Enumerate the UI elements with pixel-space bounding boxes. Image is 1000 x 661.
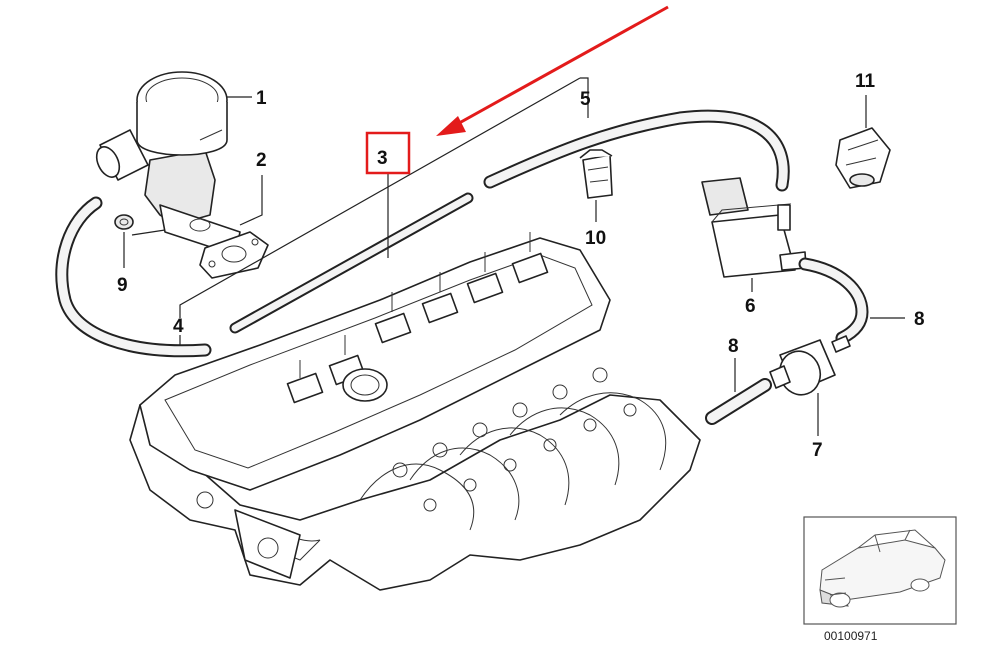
gasket-part-2 <box>199 231 269 279</box>
callout-4: 4 <box>173 316 184 337</box>
hose-part-8-short <box>705 378 772 425</box>
callout-7: 7 <box>812 440 823 461</box>
hose-part-8-upper <box>798 257 869 345</box>
hose-part-4 <box>55 196 212 358</box>
callout-11: 11 <box>855 71 876 92</box>
callout-9: 9 <box>117 275 128 296</box>
callout-8-upper: 8 <box>914 309 925 330</box>
hose-part-5 <box>483 109 790 192</box>
solenoid-part-6 <box>701 177 807 278</box>
nut-part-9 <box>114 214 134 230</box>
clip-part-10 <box>579 149 613 199</box>
valve-part-1 <box>95 71 241 256</box>
reference-number: 00100971 <box>824 629 878 643</box>
callout-labels: 1 2 3 4 5 6 7 8 8 9 10 11 <box>117 71 925 461</box>
highlight-box <box>365 131 411 175</box>
pipe-part-3 <box>229 192 474 334</box>
callout-10: 10 <box>585 228 606 249</box>
callout-5: 5 <box>580 89 591 110</box>
filter-part-7 <box>769 335 851 396</box>
bracket-part-11 <box>835 127 891 189</box>
callout-3: 3 <box>377 148 388 169</box>
engine-assembly <box>129 232 701 591</box>
callout-2: 2 <box>256 150 267 171</box>
red-arrow-icon <box>436 5 669 136</box>
car-thumbnail-icon: 00100971 <box>803 516 957 643</box>
leader-lines <box>123 77 905 436</box>
callout-1: 1 <box>256 88 267 109</box>
callout-6: 6 <box>745 296 756 317</box>
callout-8-lower: 8 <box>728 336 739 357</box>
